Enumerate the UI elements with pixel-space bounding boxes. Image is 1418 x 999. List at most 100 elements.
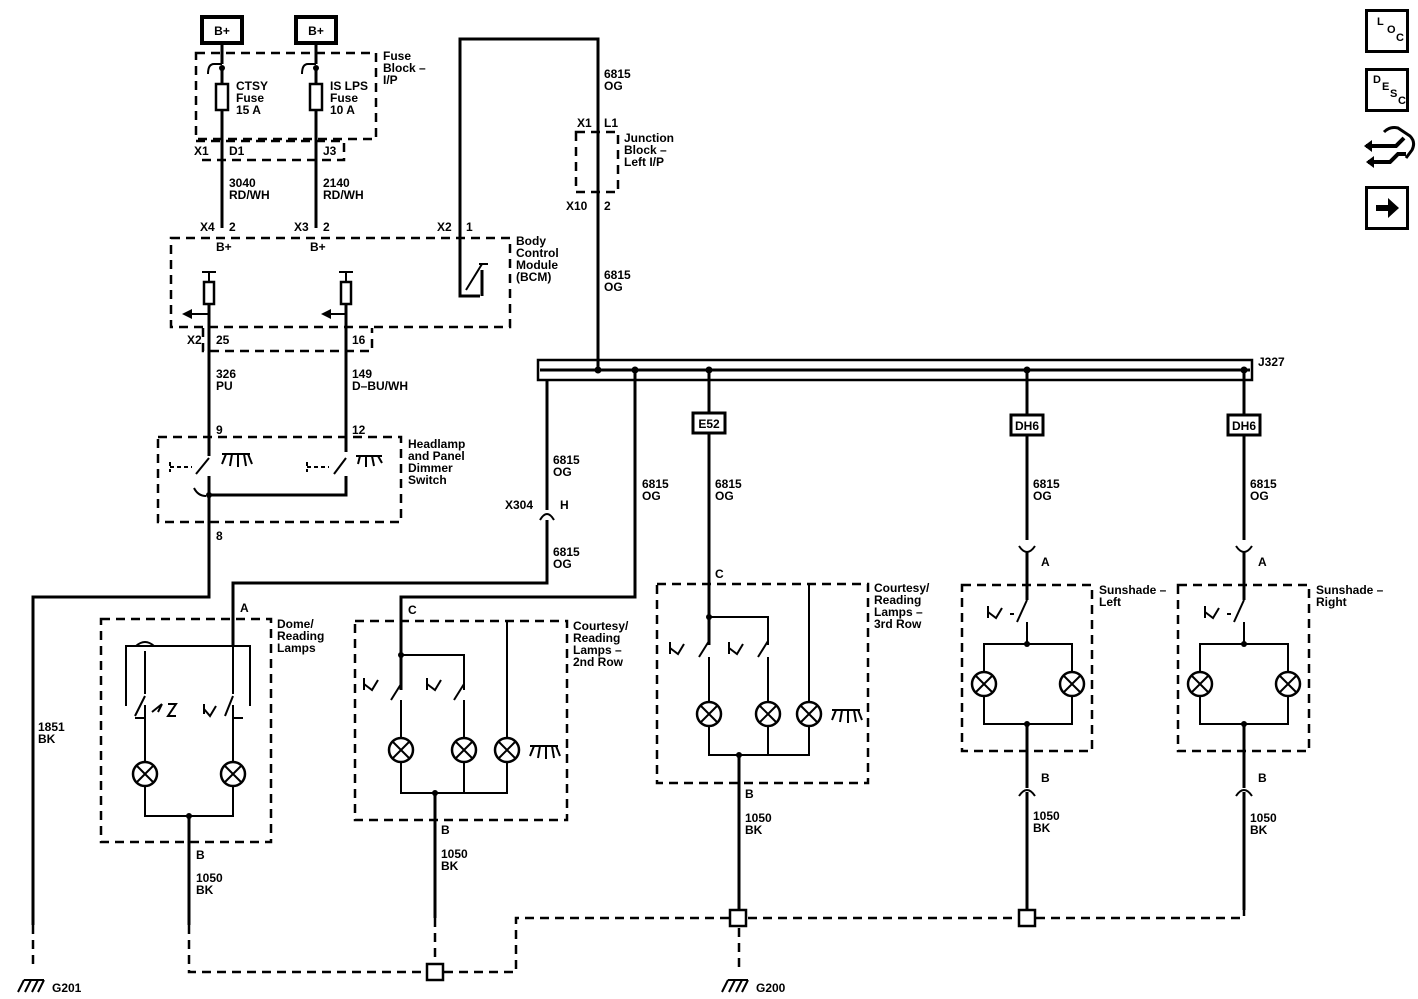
svg-text:2: 2 — [229, 220, 236, 234]
svg-text:L1: L1 — [604, 116, 618, 130]
svg-text:2: 2 — [323, 220, 330, 234]
headlamp-panel-dimmer-switch: 9 12 8 Headlamp and Panel Dimmer Switch — [156, 423, 465, 543]
svg-text:OG: OG — [715, 489, 734, 503]
svg-text:IS LPS: IS LPS — [330, 79, 368, 93]
svg-text:Lamps –: Lamps – — [573, 643, 622, 657]
svg-text:Dimmer: Dimmer — [408, 461, 453, 475]
svg-text:9: 9 — [216, 423, 223, 437]
svg-text:H: H — [560, 498, 569, 512]
ground-g201: G201 — [17, 979, 82, 995]
svg-text:Sunshade –: Sunshade – — [1316, 583, 1384, 597]
svg-text:6815: 6815 — [642, 477, 669, 491]
svg-text:X2: X2 — [437, 220, 452, 234]
dome-reading-lamps: A Dome/ Reading Lamps — [99, 601, 324, 925]
svg-text:C: C — [715, 567, 724, 581]
svg-text:CTSY: CTSY — [236, 79, 268, 93]
svg-text:I/P: I/P — [383, 73, 398, 87]
svg-text:C: C — [408, 603, 417, 617]
svg-text:BK: BK — [196, 883, 214, 897]
ground-return-network — [187, 908, 1246, 982]
svg-text:Module: Module — [516, 258, 558, 272]
svg-text:1050: 1050 — [441, 847, 468, 861]
courtesy-reading-lamps-3rd-row: C Courtesy/ Reading Lamps – 3rd Row — [655, 567, 930, 910]
svg-text:12: 12 — [352, 423, 366, 437]
ground-g200: G200 — [721, 979, 786, 995]
svg-text:6815: 6815 — [1033, 477, 1060, 491]
svg-text:6815: 6815 — [604, 67, 631, 81]
svg-text:BK: BK — [1250, 823, 1268, 837]
svg-text:A: A — [1258, 555, 1267, 569]
svg-text:Junction: Junction — [624, 131, 674, 145]
svg-text:Lamps –: Lamps – — [874, 605, 923, 619]
svg-text:X1: X1 — [577, 116, 592, 130]
svg-text:1050: 1050 — [745, 811, 772, 825]
svg-text:DH6: DH6 — [1015, 419, 1039, 433]
svg-text:G200: G200 — [756, 981, 786, 995]
svg-text:B+: B+ — [310, 240, 326, 254]
svg-text:OG: OG — [604, 280, 623, 294]
svg-text:Control: Control — [516, 246, 559, 260]
svg-text:Reading: Reading — [573, 631, 620, 645]
svg-text:Courtesy/: Courtesy/ — [874, 581, 930, 595]
svg-text:2: 2 — [604, 199, 611, 213]
svg-text:B: B — [745, 787, 754, 801]
svg-text:A: A — [240, 601, 249, 615]
splice-e52: E52 — [691, 411, 727, 435]
splice-pack-j327: J327 — [536, 355, 1285, 382]
svg-text:X4: X4 — [200, 220, 215, 234]
sunshade-left: Sunshade – Left — [960, 552, 1167, 788]
svg-text:Fuse: Fuse — [330, 91, 358, 105]
svg-text:149: 149 — [352, 367, 372, 381]
fuse-block: CTSY Fuse 15 A IS LPS Fuse 10 A Fuse Blo… — [194, 43, 426, 228]
svg-text:OG: OG — [1033, 489, 1052, 503]
svg-text:BK: BK — [441, 859, 459, 873]
svg-text:3rd Row: 3rd Row — [874, 617, 922, 631]
svg-text:1: 1 — [466, 220, 473, 234]
svg-text:(BCM): (BCM) — [516, 270, 551, 284]
svg-text:E52: E52 — [698, 417, 720, 431]
svg-text:and Panel: and Panel — [408, 449, 465, 463]
connector-view-icon[interactable] — [1362, 124, 1418, 174]
svg-text:Reading: Reading — [277, 629, 324, 643]
svg-text:J327: J327 — [1258, 355, 1285, 369]
svg-text:X2: X2 — [187, 333, 202, 347]
svg-text:B+: B+ — [216, 240, 232, 254]
svg-text:8: 8 — [216, 529, 223, 543]
svg-text:BK: BK — [1033, 821, 1051, 835]
sunshade-right: Sunshade – Right — [1176, 552, 1384, 788]
svg-text:DH6: DH6 — [1232, 419, 1256, 433]
svg-text:OG: OG — [553, 465, 572, 479]
svg-text:1050: 1050 — [196, 871, 223, 885]
svg-text:X3: X3 — [294, 220, 309, 234]
splice-dh6-left: DH6 — [1009, 413, 1045, 437]
svg-text:D–BU/WH: D–BU/WH — [352, 379, 408, 393]
svg-text:Block –: Block – — [383, 61, 426, 75]
svg-text:G201: G201 — [52, 981, 82, 995]
svg-text:X10: X10 — [566, 199, 588, 213]
svg-text:Right: Right — [1316, 595, 1347, 609]
description-button[interactable]: D E S C — [1365, 68, 1409, 112]
svg-text:16: 16 — [352, 333, 366, 347]
svg-text:Courtesy/: Courtesy/ — [573, 619, 629, 633]
svg-text:6815: 6815 — [1250, 477, 1277, 491]
svg-text:Switch: Switch — [408, 473, 447, 487]
power-source-islps: B+ — [294, 15, 338, 45]
svg-text:6815: 6815 — [553, 545, 580, 559]
svg-text:Headlamp: Headlamp — [408, 437, 465, 451]
svg-text:3040: 3040 — [229, 176, 256, 190]
svg-text:PU: PU — [216, 379, 233, 393]
next-page-button[interactable] — [1365, 186, 1409, 230]
svg-text:6815: 6815 — [553, 453, 580, 467]
svg-text:A: A — [1041, 555, 1050, 569]
svg-text:OG: OG — [604, 79, 623, 93]
location-button[interactable]: L O C — [1365, 9, 1409, 53]
svg-text:RD/WH: RD/WH — [229, 188, 270, 202]
svg-text:Left: Left — [1099, 595, 1121, 609]
svg-text:BK: BK — [38, 732, 56, 746]
svg-text:D1: D1 — [229, 144, 245, 158]
svg-text:6815: 6815 — [715, 477, 742, 491]
svg-text:Fuse: Fuse — [383, 49, 411, 63]
svg-text:Left I/P: Left I/P — [624, 155, 664, 169]
svg-text:B+: B+ — [308, 24, 324, 38]
svg-text:Block –: Block – — [624, 143, 667, 157]
